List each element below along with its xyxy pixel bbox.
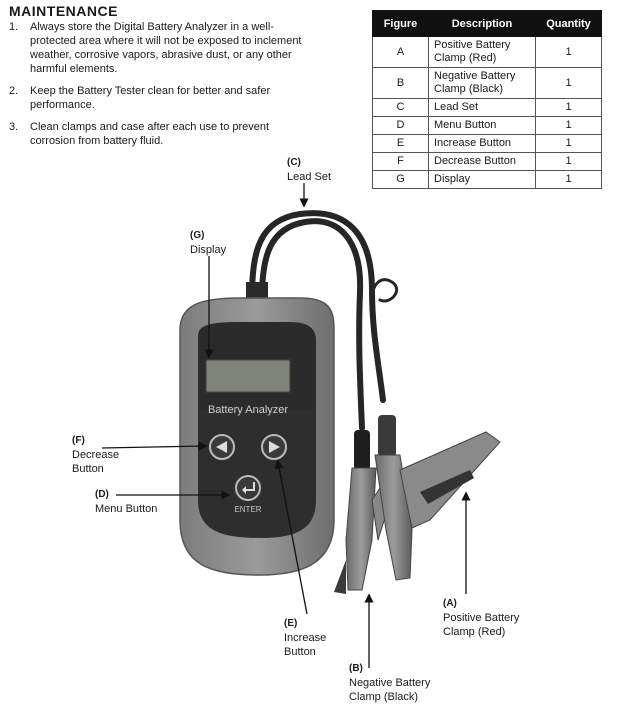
callout-text: Decrease Button xyxy=(72,449,120,475)
callout-negative-clamp: (B) Negative Battery Clamp (Black) xyxy=(349,662,449,704)
callout-menu-button: (D) Menu Button xyxy=(95,488,157,516)
cell-description: Increase Button xyxy=(428,134,536,153)
menu-enter-button[interactable] xyxy=(235,475,261,501)
callout-letter: (B) xyxy=(349,663,363,674)
callout-increase-button: (E) Increase Button xyxy=(284,617,344,659)
device-label: Battery Analyzer xyxy=(208,404,288,416)
arrow-left-icon xyxy=(216,441,227,453)
enter-label: ENTER xyxy=(234,505,261,514)
callout-letter: (F) xyxy=(72,435,85,446)
cell-description: Positive Battery Clamp (Red) xyxy=(428,36,536,68)
table-row: F Decrease Button 1 xyxy=(372,152,602,171)
callout-letter: (C) xyxy=(287,157,301,168)
callout-letter: (G) xyxy=(190,230,205,241)
callout-text: Negative Battery Clamp (Black) xyxy=(349,677,431,703)
step-item: 1. Always store the Digital Battery Anal… xyxy=(9,20,309,76)
lead-cable xyxy=(249,210,399,431)
column-header-figure: Figure xyxy=(372,10,429,37)
callout-positive-clamp: (A) Positive Battery Clamp (Red) xyxy=(443,597,543,639)
leader-lines xyxy=(101,183,471,668)
cell-quantity: 1 xyxy=(535,170,602,189)
maintenance-steps: 1. Always store the Digital Battery Anal… xyxy=(9,20,309,156)
analyzer-device: Battery Analyzer ENTER xyxy=(179,297,335,576)
step-number: 3. xyxy=(9,121,19,133)
page-title: MAINTENANCE xyxy=(9,3,118,19)
positive-clamp xyxy=(374,415,501,581)
table-row: A Positive Battery Clamp (Red) 1 xyxy=(372,36,602,68)
callout-text: Positive Battery Clamp (Red) xyxy=(443,612,520,638)
step-item: 2. Keep the Battery Tester clean for bet… xyxy=(9,84,309,112)
callout-letter: (D) xyxy=(95,489,109,500)
strain-relief xyxy=(246,282,268,300)
callout-text: Display xyxy=(190,244,227,256)
step-number: 2. xyxy=(9,85,19,97)
callout-decrease-button: (F) Decrease Button xyxy=(72,434,132,476)
cell-description: Menu Button xyxy=(428,116,536,135)
table-row: E Increase Button 1 xyxy=(372,134,602,153)
table-row: C Lead Set 1 xyxy=(372,98,602,117)
table-row: G Display 1 xyxy=(372,170,602,189)
enter-icon xyxy=(243,482,255,491)
display-screen xyxy=(205,359,291,393)
table-row: D Menu Button 1 xyxy=(372,116,602,135)
callout-display: (G) Display xyxy=(190,229,226,257)
step-text: Clean clamps and case after each use to … xyxy=(30,121,270,147)
callout-lead-set: (C) Lead Set xyxy=(287,156,331,184)
table-row: B Negative Battery Clamp (Black) 1 xyxy=(372,67,602,99)
step-text: Keep the Battery Tester clean for better… xyxy=(30,85,271,111)
step-number: 1. xyxy=(9,21,19,33)
cell-description: Negative Battery Clamp (Black) xyxy=(428,67,536,99)
cell-figure: A xyxy=(372,36,429,68)
step-item: 3. Clean clamps and case after each use … xyxy=(9,120,309,148)
increase-button[interactable] xyxy=(261,434,287,460)
parts-table: Figure Description Quantity A Positive B… xyxy=(372,10,602,189)
callout-text: Menu Button xyxy=(95,503,158,515)
callout-letter: (A) xyxy=(443,598,457,609)
callout-text: Lead Set xyxy=(287,171,332,183)
step-text: Always store the Digital Battery Analyze… xyxy=(30,21,302,75)
decrease-button[interactable] xyxy=(209,434,235,460)
cell-figure: G xyxy=(372,170,429,189)
callout-letter: (E) xyxy=(284,618,298,629)
arrow-right-icon xyxy=(269,441,280,453)
cell-description: Display xyxy=(428,170,536,189)
callout-text: Increase Button xyxy=(284,632,327,658)
